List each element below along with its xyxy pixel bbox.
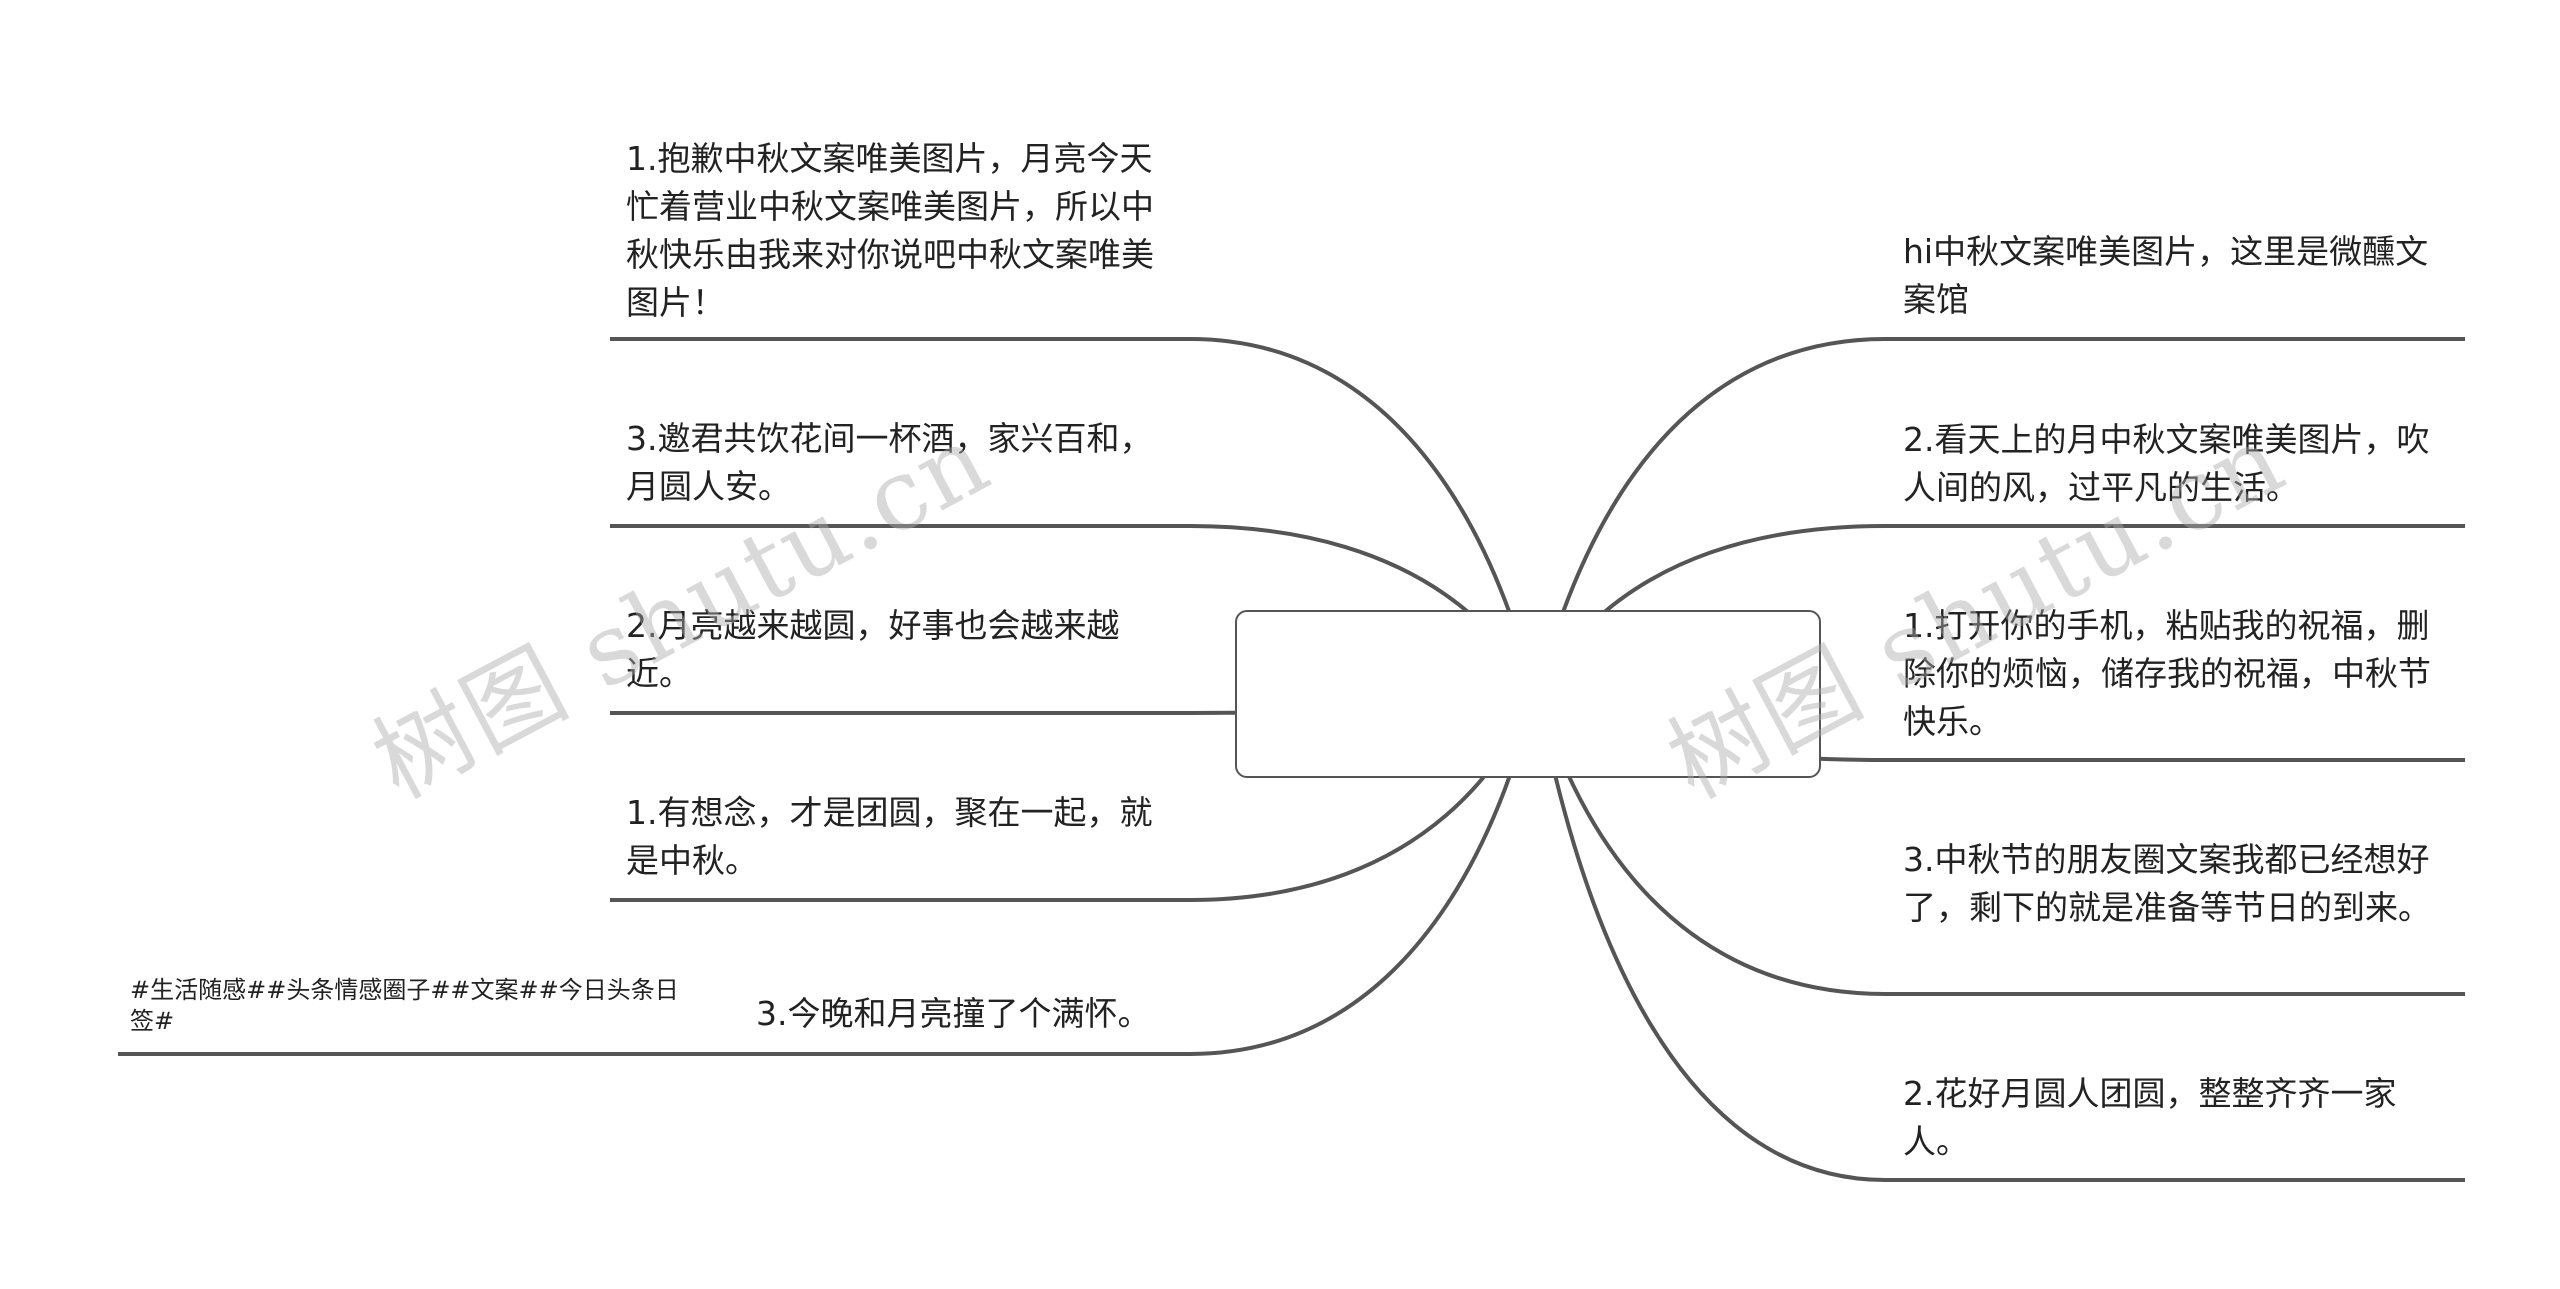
left-node-3-text: 2.月亮越来越圆，好事也会越来越近。 [626,606,1120,693]
left-node-2[interactable]: 3.邀君共饮花间一杯酒，家兴百和，月圆人安。 [626,415,1171,511]
left-node-4[interactable]: 1.有想念，才是团圆，聚在一起，就是中秋。 [626,789,1171,885]
right-node-2[interactable]: 2.看天上的月中秋文案唯美图片，吹人间的风，过平凡的生活。 [1903,416,2443,512]
left-node-2-text: 3.邀君共饮花间一杯酒，家兴百和，月圆人安。 [626,419,1153,506]
right-node-4-text: 3.中秋节的朋友圈文案我都已经想好了，剩下的就是准备等节日的到来。 [1903,840,2431,927]
left-node-1-text: 1.抱歉中秋文案唯美图片，月亮今天忙着营业中秋文案唯美图片，所以中秋快乐由我来对… [626,139,1154,322]
right-node-5[interactable]: 2.花好月圆人团圆，整整齐齐一家人。 [1903,1070,2443,1166]
left-tag-text: #生活随感#⁠#头条情感圈子#⁠#文案#⁠#今日头条日签#⁠ [130,976,679,1035]
right-node-2-text: 2.看天上的月中秋文案唯美图片，吹人间的风，过平凡的生活。 [1903,420,2430,507]
right-node-3[interactable]: 1.打开你的手机，粘贴我的祝福，删除你的烦恼，储存我的祝福，中秋节快乐。 [1903,602,2443,746]
right-node-4[interactable]: 3.中秋节的朋友圈文案我都已经想好了，剩下的就是准备等节日的到来。 [1903,836,2443,932]
central-topic[interactable] [1235,610,1821,778]
right-node-5-text: 2.花好月圆人团圆，整整齐齐一家人。 [1903,1074,2397,1161]
right-node-1-text: hi中秋文案唯美图片，这里是微醺文案馆 [1903,232,2429,319]
right-node-3-text: 1.打开你的手机，粘贴我的祝福，删除你的烦恼，储存我的祝福，中秋节快乐。 [1903,606,2431,741]
left-node-1[interactable]: 1.抱歉中秋文案唯美图片，月亮今天忙着营业中秋文案唯美图片，所以中秋快乐由我来对… [626,135,1171,327]
left-node-5[interactable]: 3.今晚和月亮撞了个满怀。 [756,990,1196,1038]
left-node-5-text: 3.今晚和月亮撞了个满怀。 [756,994,1151,1033]
left-node-3[interactable]: 2.月亮越来越圆，好事也会越来越近。 [626,602,1171,698]
right-node-1[interactable]: hi中秋文案唯美图片，这里是微醺文案馆 [1903,228,2443,324]
left-tag-node[interactable]: #生活随感#⁠#头条情感圈子#⁠#文案#⁠#今日头条日签#⁠ [130,975,685,1037]
left-node-4-text: 1.有想念，才是团圆，聚在一起，就是中秋。 [626,793,1153,880]
